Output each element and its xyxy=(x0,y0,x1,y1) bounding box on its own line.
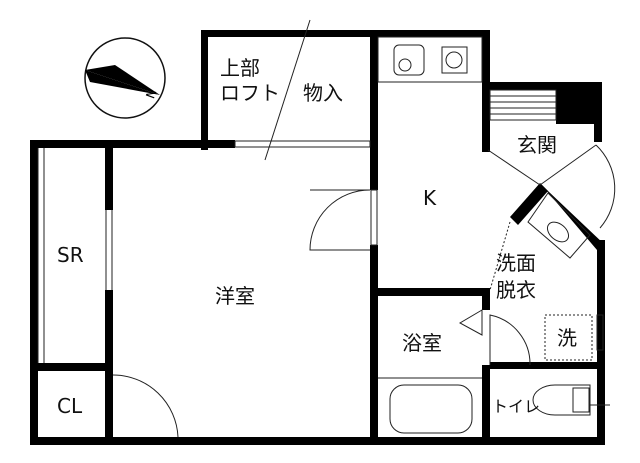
kitchen-label: K xyxy=(423,186,437,210)
bathroom-label: 浴室 xyxy=(402,331,442,355)
dressing-label: 脱衣 xyxy=(496,278,536,302)
sunroom-label: SR xyxy=(57,243,84,267)
toilet-label: トイレ xyxy=(492,397,540,416)
fixtures xyxy=(37,19,616,438)
storage-label: 物入 xyxy=(303,81,343,105)
room-labels: 上部 ロフト 物入 K 玄関 洗面 脱衣 SR 洋室 浴室 洗 CL トイレ xyxy=(57,56,577,418)
washer-label: 洗 xyxy=(557,326,577,350)
compass-icon: N xyxy=(84,37,166,119)
loft-label: 上部 xyxy=(220,56,260,80)
loft-label-2: ロフト xyxy=(220,81,280,105)
entrance-label: 玄関 xyxy=(517,133,557,157)
western-room-label: 洋室 xyxy=(215,284,255,308)
closet-label: CL xyxy=(57,394,83,418)
washroom-label: 洗面 xyxy=(496,251,536,275)
